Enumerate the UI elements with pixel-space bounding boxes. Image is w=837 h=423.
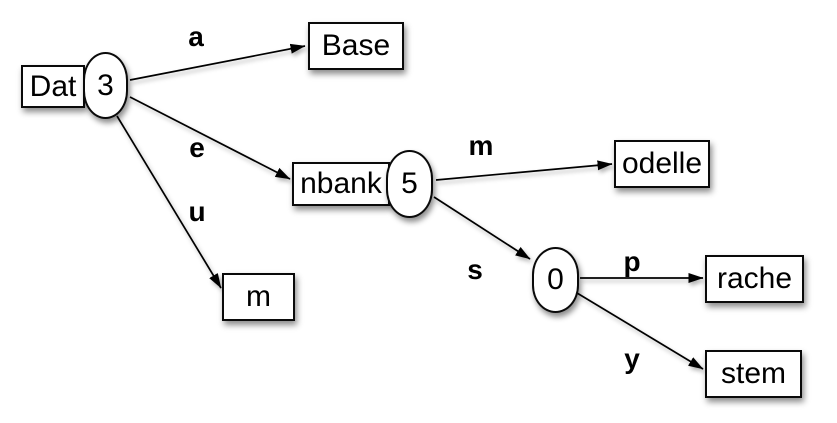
node-root-prefix-label: Dat [29, 69, 77, 103]
node-m-label: m [246, 280, 271, 313]
edge-label-e: e [189, 132, 205, 163]
edge-s-arrow [433, 196, 531, 260]
node-zero-count-label: 0 [547, 263, 564, 296]
edge-label-u: u [188, 196, 206, 227]
node-root-count-label: 3 [97, 68, 114, 102]
edge-label-m: m [468, 130, 494, 161]
edge-label-p: p [623, 246, 641, 277]
edge-u-arrow [116, 115, 222, 289]
node-nbank-prefix-label: nbank [300, 167, 382, 200]
node-base-box: Base [308, 22, 404, 70]
node-root-count-ellipse: 3 [83, 52, 128, 119]
edge-e-arrow [129, 96, 291, 180]
edge-y-arrow [576, 292, 704, 370]
node-rache-label: rache [716, 262, 793, 295]
edge-label-a: a [188, 21, 204, 52]
node-m-box: m [222, 273, 295, 321]
edge-m-arrow [435, 160, 613, 181]
node-nbank-count-ellipse: 5 [386, 150, 433, 218]
node-root-prefix-box: Dat [21, 65, 85, 108]
node-zero-count-ellipse: 0 [532, 247, 579, 313]
node-odelle-box: odelle [614, 140, 710, 188]
node-stem-label: stem [720, 357, 786, 390]
edge-label-y: y [624, 343, 640, 374]
edge-a-arrow [129, 43, 306, 81]
node-rache-box: rache [705, 255, 804, 303]
node-odelle-label: odelle [621, 147, 703, 180]
node-base-label: Base [321, 29, 391, 62]
node-stem-box: stem [705, 350, 802, 398]
edge-label-s: s [467, 254, 483, 285]
node-nbank-count-label: 5 [401, 167, 418, 200]
node-nbank-prefix-box: nbank [292, 162, 390, 206]
